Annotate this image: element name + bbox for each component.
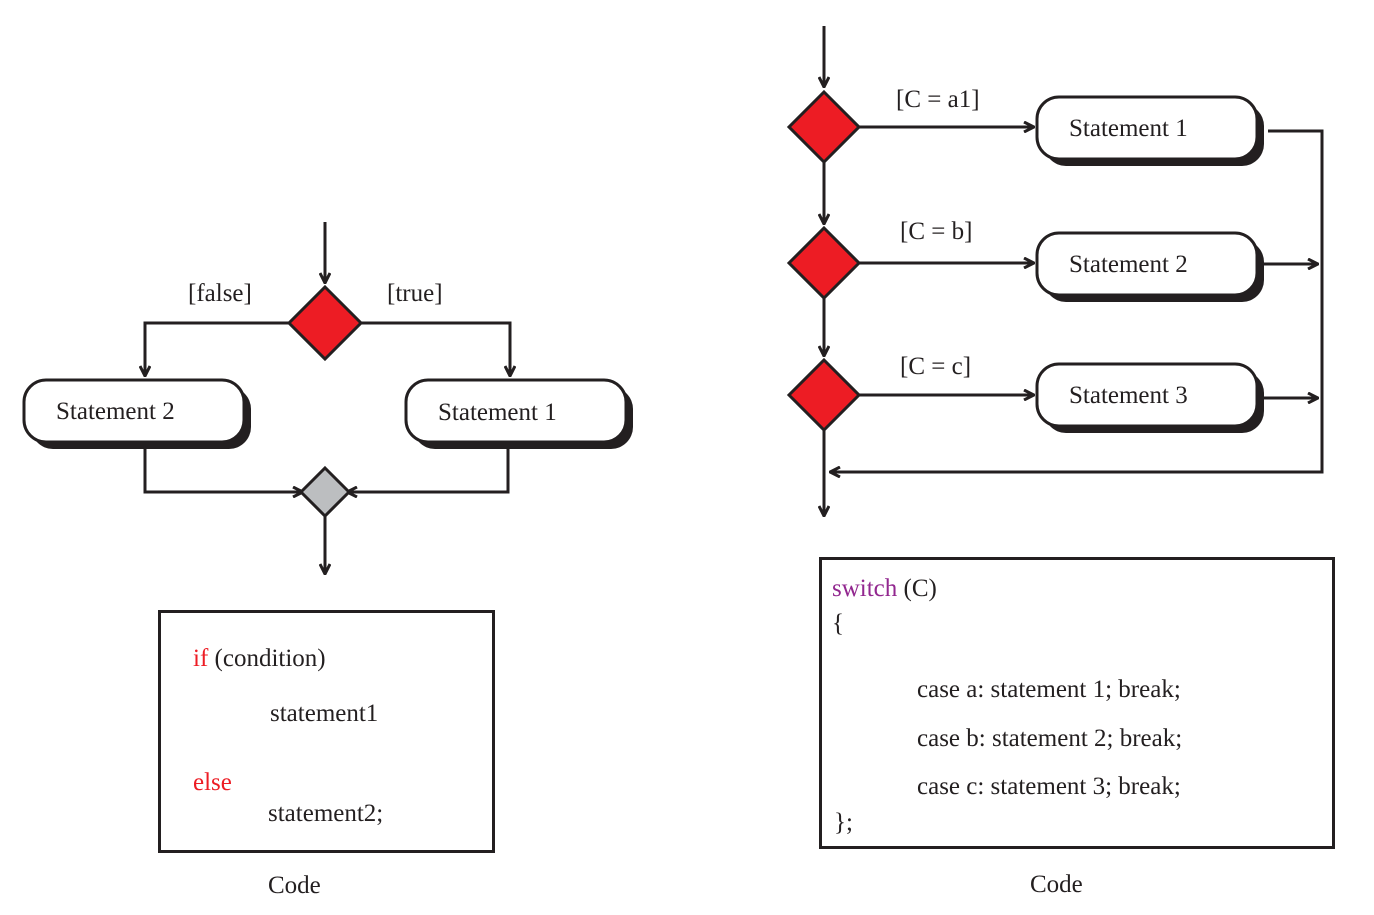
- guard-true-label: [true]: [387, 280, 443, 307]
- guard-label-2: [C = b]: [900, 218, 972, 245]
- node-label: Statement 1: [438, 399, 557, 426]
- merge-diamond: [298, 465, 352, 519]
- decision-diamond-1: [786, 89, 862, 165]
- if-else-diagram: [false] [true] Statement 2 Statement 1: [22, 222, 633, 574]
- node-label: Statement 2: [1069, 251, 1188, 278]
- guard-false-label: [false]: [188, 280, 252, 307]
- keyword-switch: switch: [832, 575, 898, 602]
- decision-diamond-3: [786, 357, 862, 433]
- switch-code-box: switch (C) { case a: statement 1; break;…: [819, 557, 1335, 849]
- guard-label-1: [C = a1]: [896, 86, 980, 113]
- false-branch-arrow: [145, 321, 289, 376]
- code-line-case-c: case c: statement 3; break;: [917, 773, 1181, 800]
- decision-diamond-2: [786, 225, 862, 301]
- switch-arg: (C): [897, 575, 937, 602]
- code-line-statement2: statement2;: [268, 800, 384, 827]
- true-branch-arrow: [361, 321, 510, 376]
- node-label: Statement 3: [1069, 382, 1188, 409]
- if-else-code-box: if (condition) statement1 else statement…: [158, 610, 495, 853]
- merge-left-arrow: [143, 449, 303, 492]
- if-else-caption: Code: [268, 872, 321, 899]
- action-node-statement-2: Statement 2: [1035, 231, 1264, 302]
- action-node-statement-1: Statement 1: [1035, 95, 1264, 166]
- condition-text: (condition): [208, 645, 326, 672]
- code-line-case-b: case b: statement 2; break;: [917, 725, 1183, 752]
- node-label: Statement 1: [1069, 115, 1188, 142]
- code-line-close-brace: };: [834, 809, 853, 836]
- merge-right-arrow: [347, 449, 510, 492]
- keyword-else: else: [193, 769, 232, 796]
- guard-label-3: [C = c]: [900, 353, 971, 380]
- code-line-case-a: case a: statement 1; break;: [917, 676, 1181, 703]
- node-label: Statement 2: [56, 398, 175, 425]
- action-node-statement-2: Statement 2: [22, 378, 251, 449]
- return-bus: [830, 129, 1324, 472]
- code-line-else: else: [193, 770, 232, 795]
- switch-diagram: [C = a1] [C = b] [C = c] Statement 1 Sta…: [786, 26, 1324, 516]
- action-node-statement-3: Statement 3: [1035, 362, 1264, 433]
- code-line-open-brace: {: [832, 610, 844, 637]
- keyword-if: if: [193, 645, 209, 672]
- code-line-statement1: statement1: [270, 700, 379, 727]
- code-line-switch: switch (C): [832, 576, 937, 601]
- switch-caption: Code: [1030, 871, 1083, 898]
- decision-diamond: [286, 284, 364, 362]
- action-node-statement-1: Statement 1: [404, 378, 633, 449]
- code-line-if: if (condition): [193, 646, 326, 671]
